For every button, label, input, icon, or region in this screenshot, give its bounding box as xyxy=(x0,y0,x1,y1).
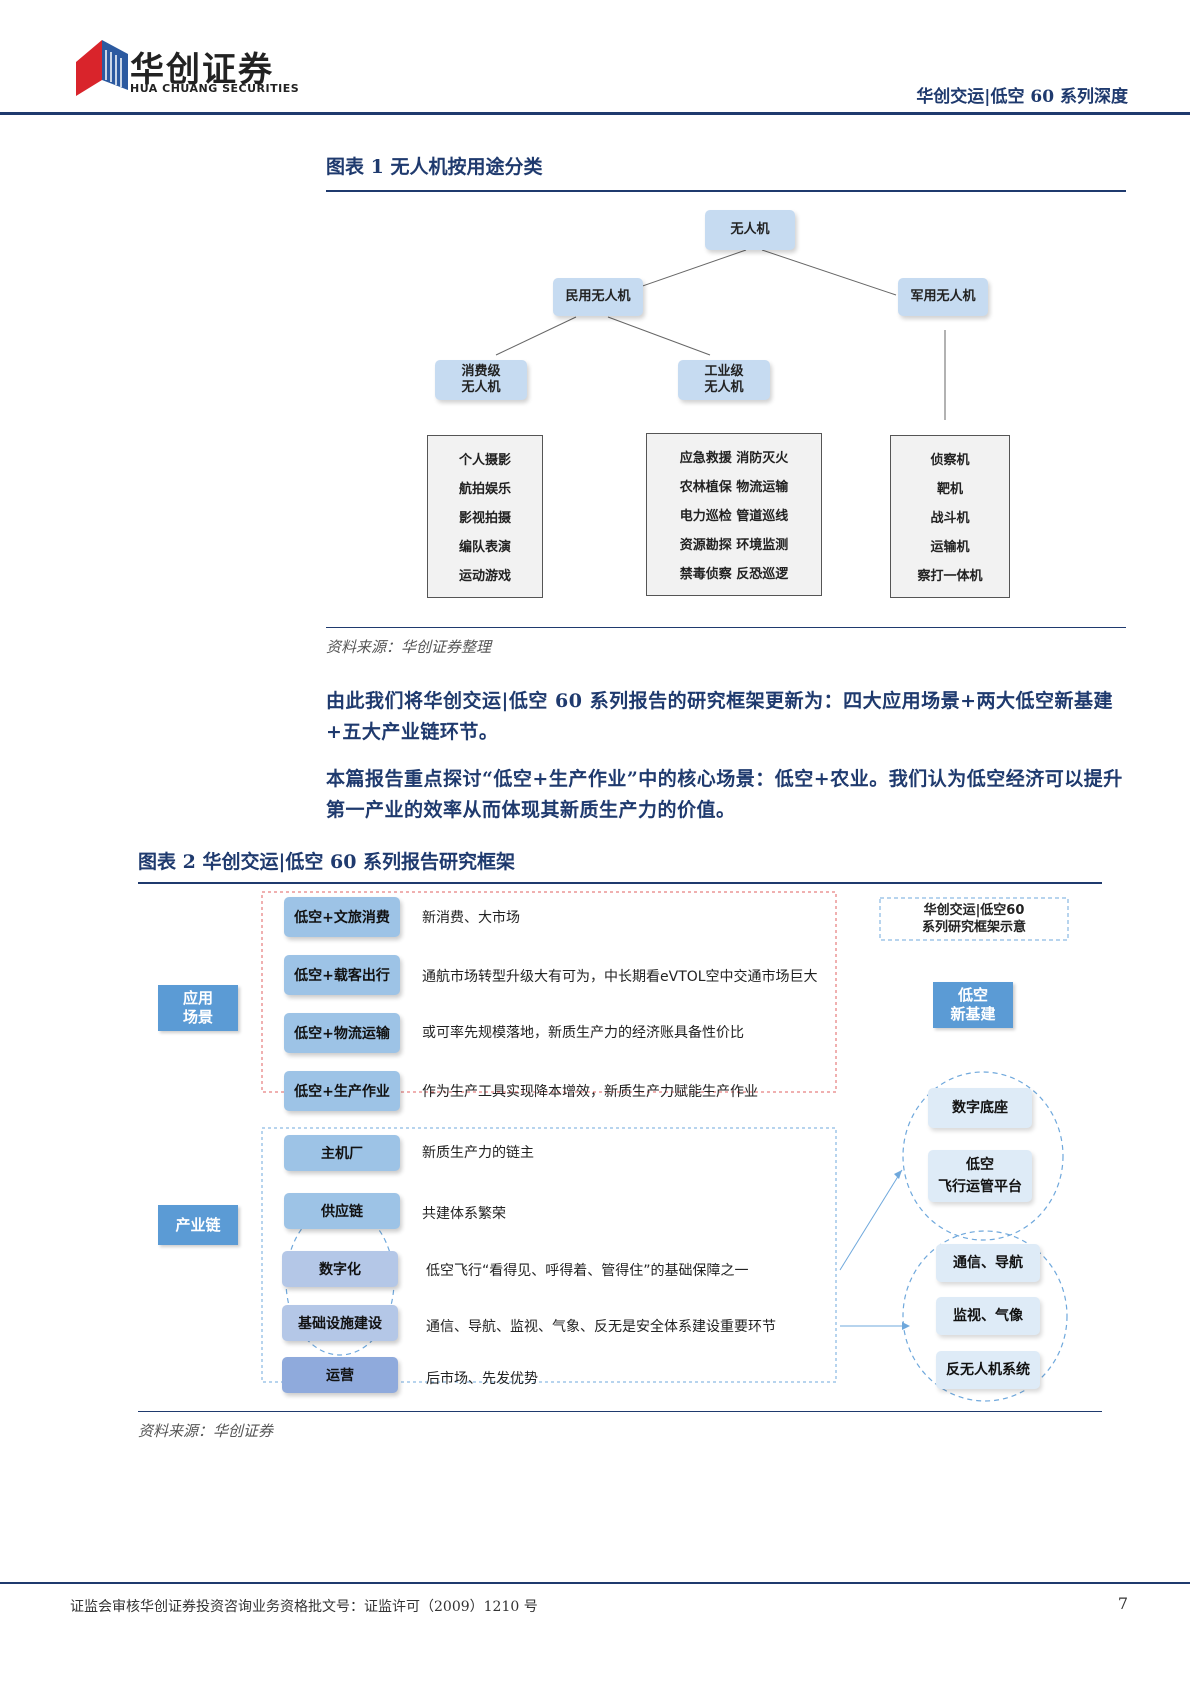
chain-oem: 主机厂 xyxy=(284,1135,400,1171)
list-item: 资源勘探 环境监测 xyxy=(679,538,789,553)
chain-oem-desc: 新质生产力的链主 xyxy=(422,1145,534,1161)
list-item: 应急救援 消防灭火 xyxy=(679,451,789,466)
node-military-drone: 军用无人机 xyxy=(898,278,988,316)
list-item: 航拍娱乐 xyxy=(458,482,511,497)
figure2-source: 资料来源：华创证券 xyxy=(138,1422,274,1440)
node-civil-drone: 民用无人机 xyxy=(553,278,643,316)
chain-supply: 供应链 xyxy=(284,1193,400,1229)
chain-infrastructure-desc: 通信、导航、监视、气象、反无是安全体系建设重要环节 xyxy=(426,1319,776,1335)
figure2-title: 图表 2 华创交运|低空 60 系列报告研究框架 xyxy=(138,851,516,873)
figure2-bottom-rule xyxy=(138,1411,1102,1412)
list-item: 农林植保 物流运输 xyxy=(679,480,789,495)
list-item: 个人摄影 xyxy=(458,453,511,468)
scene-tourism: 低空+文旅消费 xyxy=(284,897,400,937)
node-comm-nav: 通信、导航 xyxy=(936,1244,1040,1282)
scene-tourism-desc: 新消费、大市场 xyxy=(422,910,520,926)
scene-production-desc: 作为生产工具实现降本增效，新质生产力赋能生产作业 xyxy=(422,1084,758,1100)
list-item: 编队表演 xyxy=(458,540,511,555)
paragraph-framework: 由此我们将华创交运|低空 60 系列报告的研究框架更新为：四大应用场景+两大低空… xyxy=(326,690,1114,743)
industrial-uses-list: 应急救援 消防灭火 农林植保 物流运输 电力巡检 管道巡线 资源勘探 环境监测 … xyxy=(646,433,822,596)
list-item: 靶机 xyxy=(936,482,963,497)
list-item: 察打一体机 xyxy=(917,569,983,584)
chain-digital: 数字化 xyxy=(282,1251,398,1287)
footer-license: 证监会审核华创证券投资咨询业务资格批文号：证监许可（2009）1210 号 xyxy=(70,1599,538,1615)
logo-icon xyxy=(76,40,128,96)
header-divider xyxy=(0,112,1190,115)
list-item: 禁毒侦察 反恐巡逻 xyxy=(679,567,789,582)
logo-text-en: HUA CHUANG SECURITIES xyxy=(130,82,300,95)
chain-operation-desc: 后市场、先发优势 xyxy=(426,1371,538,1387)
category-application-scenes: 应用 场景 xyxy=(158,985,238,1031)
logo-mark xyxy=(76,40,128,96)
list-item: 运动游戏 xyxy=(458,569,511,584)
figure1-connectors xyxy=(495,249,946,420)
node-counter-drone: 反无人机系统 xyxy=(936,1351,1040,1389)
node-flight-management-platform: 低空 飞行运管平台 xyxy=(928,1150,1032,1202)
list-item: 侦察机 xyxy=(930,453,970,468)
chain-operation: 运营 xyxy=(282,1357,398,1393)
chain-supply-desc: 共建体系繁荣 xyxy=(422,1206,506,1222)
figure1-title: 图表 1 无人机按用途分类 xyxy=(326,156,543,178)
category-industry-chain: 产业链 xyxy=(158,1205,238,1245)
scene-passenger-desc: 通航市场转型升级大有可为，中长期看eVTOL空中交通市场巨大 xyxy=(422,969,818,985)
node-drone-root: 无人机 xyxy=(705,210,795,250)
paragraph-focus: 本篇报告重点探讨“低空+生产作业”中的核心场景：低空+农业。我们认为低空经济可以… xyxy=(326,768,1123,821)
figure1-bottom-rule xyxy=(326,627,1126,628)
category-new-infrastructure: 低空 新基建 xyxy=(933,982,1013,1028)
list-item: 影视拍摄 xyxy=(458,511,511,526)
logo-text-cn: 华创证券 xyxy=(130,50,274,90)
chain-digital-desc: 低空飞行“看得见、呼得着、管得住”的基础保障之一 xyxy=(426,1263,749,1279)
scene-production: 低空+生产作业 xyxy=(284,1071,400,1111)
node-industrial-drone: 工业级 无人机 xyxy=(678,360,770,400)
figure1-source: 资料来源：华创证券整理 xyxy=(326,638,492,656)
military-uses-list: 侦察机 靶机 战斗机 运输机 察打一体机 xyxy=(890,435,1010,598)
scene-logistics: 低空+物流运输 xyxy=(284,1013,400,1053)
framework-legend: 华创交运|低空60 系列研究框架示意 xyxy=(921,903,1026,935)
figure2-top-rule xyxy=(138,882,1102,884)
page-number: 7 xyxy=(1117,1594,1128,1613)
scene-passenger: 低空+载客出行 xyxy=(284,955,400,995)
footer-divider xyxy=(0,1582,1190,1584)
figure1-top-rule xyxy=(326,190,1126,192)
chain-infrastructure: 基础设施建设 xyxy=(282,1305,398,1341)
consumer-uses-list: 个人摄影 航拍娱乐 影视拍摄 编队表演 运动游戏 xyxy=(427,435,543,598)
node-consumer-drone: 消费级 无人机 xyxy=(435,360,527,400)
node-surveillance-weather: 监视、气像 xyxy=(936,1297,1040,1335)
list-item: 运输机 xyxy=(930,540,970,555)
list-item: 战斗机 xyxy=(930,511,970,526)
series-title: 华创交运|低空 60 系列深度 xyxy=(916,87,1128,107)
node-digital-base: 数字底座 xyxy=(928,1088,1032,1128)
list-item: 电力巡检 管道巡线 xyxy=(679,509,789,524)
scene-logistics-desc: 或可率先规模落地，新质生产力的经济账具备性价比 xyxy=(422,1025,744,1041)
